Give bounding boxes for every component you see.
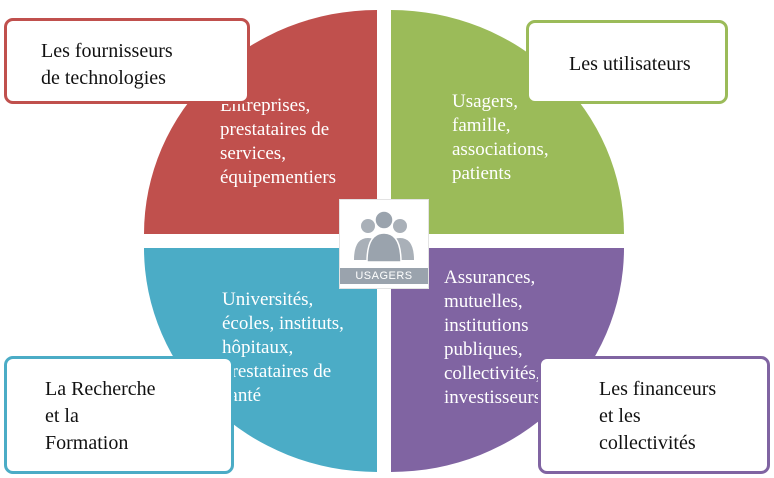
center-badge: USAGERS [339,199,429,289]
label-box-top-left: Les fournisseurs de technologies [4,18,250,104]
quadrant-bottom-right [391,248,624,472]
quadrant-text-bottom-left: Universités, écoles, instituts, hôpitaux… [222,289,344,406]
quadrant-bottom-left [144,248,377,472]
label-box-top-right: Les utilisateurs [526,20,728,104]
quadrant-text-bottom-right: Assurances, mutuelles, institutions publ… [444,267,542,408]
users-group-icon [354,210,414,263]
quadrant-top-right [391,10,624,234]
center-badge-label: USAGERS [340,268,428,284]
label-box-bottom-left: La Recherche et la Formation [4,356,234,474]
quadrant-top-left [144,10,377,234]
quadrant-text-top-right: Usagers, famille, associations, patients [452,91,549,184]
quadrant-text-top-left: Entreprises, prestataires de services, é… [220,95,337,188]
label-box-bottom-right: Les financeurs et les collectivités [538,356,770,474]
